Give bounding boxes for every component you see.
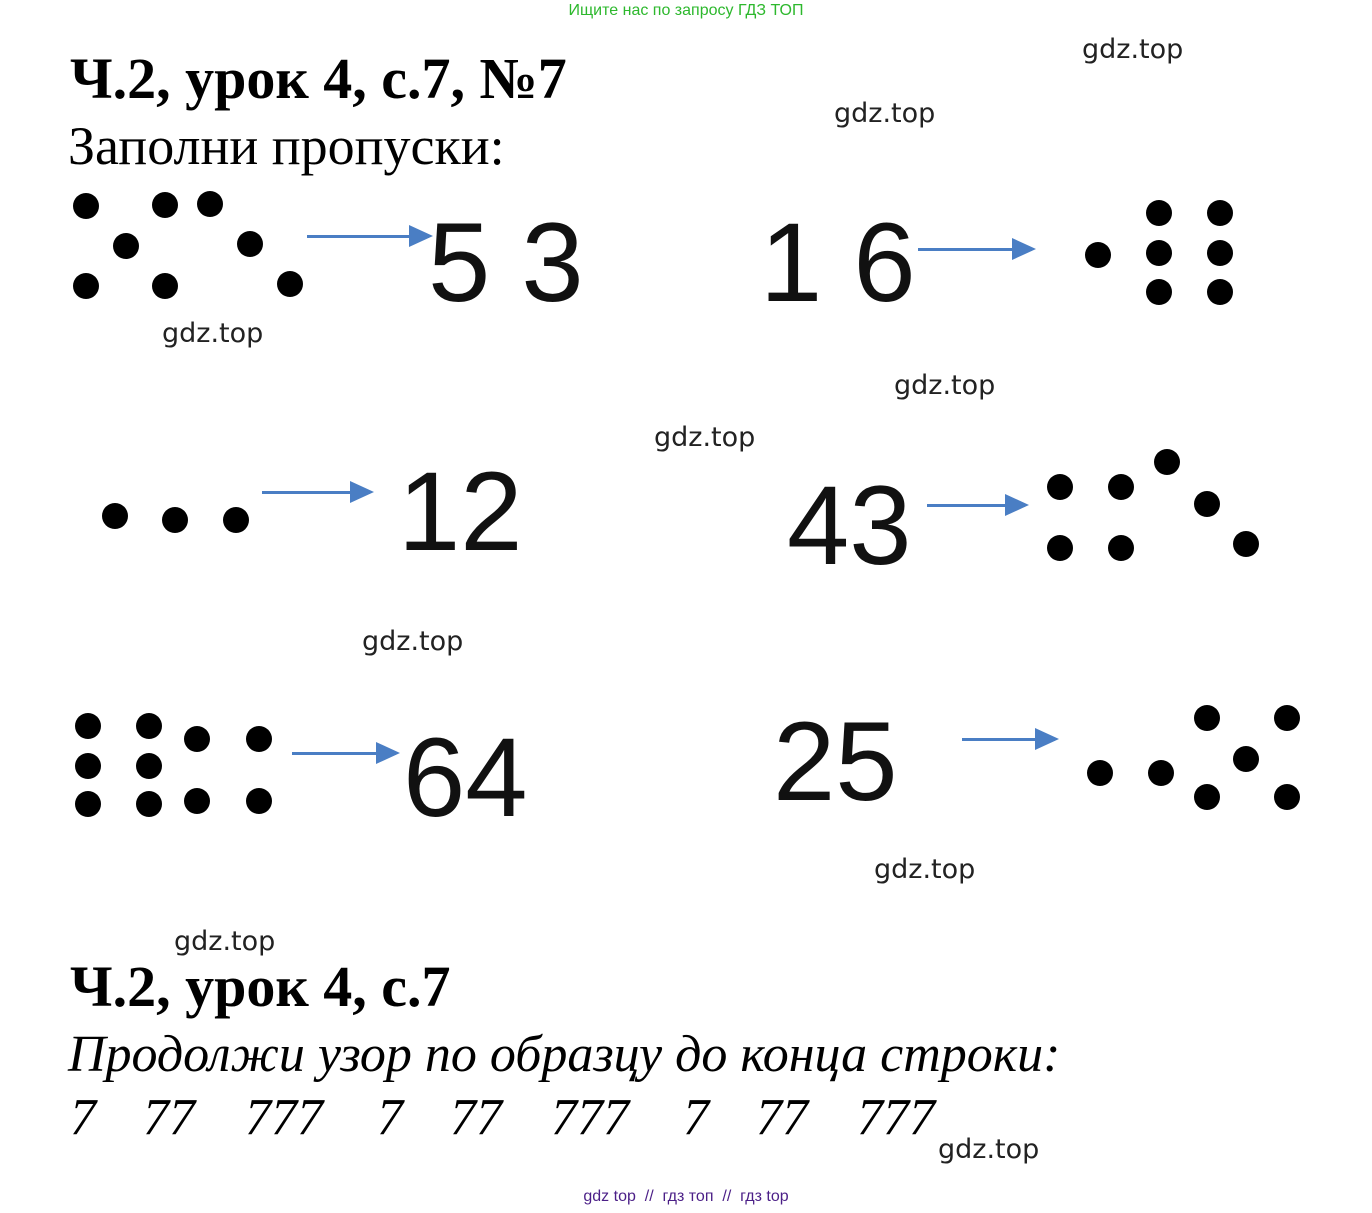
dot xyxy=(73,273,99,299)
watermark: gdz.top xyxy=(162,318,264,349)
dot xyxy=(1146,200,1172,226)
dot xyxy=(1047,474,1073,500)
dot xyxy=(1194,491,1220,517)
dot xyxy=(1087,760,1113,786)
dot xyxy=(184,788,210,814)
dot xyxy=(1085,242,1111,268)
dot xyxy=(152,273,178,299)
watermark: gdz.top xyxy=(1082,34,1184,65)
dot xyxy=(152,192,178,218)
dot xyxy=(1146,279,1172,305)
dot xyxy=(1047,535,1073,561)
dot xyxy=(1108,535,1134,561)
number-64: 64 xyxy=(403,715,528,840)
dot xyxy=(1207,240,1233,266)
dot xyxy=(1194,705,1220,731)
section-instruction: Продолжи узор по образцу до конца строки… xyxy=(68,1026,1061,1083)
number-25: 25 xyxy=(773,699,898,824)
number-43: 43 xyxy=(787,463,912,588)
dot xyxy=(1233,746,1259,772)
dot xyxy=(75,791,101,817)
task-title: Ч.2, урок 4, с.7, №7 xyxy=(70,46,567,111)
watermark: gdz.top xyxy=(938,1134,1040,1165)
dot xyxy=(1148,760,1174,786)
dot xyxy=(246,726,272,752)
dot xyxy=(1207,279,1233,305)
number-53: 5 3 xyxy=(428,200,584,325)
dot xyxy=(184,726,210,752)
section-title: Ч.2, урок 4, с.7 xyxy=(70,954,451,1019)
arrow-icon xyxy=(307,225,433,247)
dot xyxy=(197,191,223,217)
dot xyxy=(1233,531,1259,557)
dot xyxy=(102,503,128,529)
arrow-icon xyxy=(927,494,1029,516)
arrow-icon xyxy=(962,728,1059,750)
dot xyxy=(75,753,101,779)
dot xyxy=(246,788,272,814)
dot xyxy=(75,713,101,739)
arrow-icon xyxy=(918,238,1036,260)
top-banner[interactable]: Ищите нас по запросу ГДЗ ТОП xyxy=(568,2,804,19)
dot xyxy=(73,193,99,219)
arrow-icon xyxy=(262,481,374,503)
dot xyxy=(1274,705,1300,731)
dot xyxy=(136,753,162,779)
number-16: 1 6 xyxy=(760,200,916,325)
dot xyxy=(1274,784,1300,810)
dot xyxy=(1154,449,1180,475)
dot xyxy=(277,271,303,297)
dot xyxy=(1146,240,1172,266)
watermark: gdz.top xyxy=(174,926,276,957)
arrow-icon xyxy=(292,742,400,764)
watermark: gdz.top xyxy=(834,98,936,129)
task-instruction: Заполни пропуски: xyxy=(68,116,505,176)
dot xyxy=(237,231,263,257)
watermark: gdz.top xyxy=(874,854,976,885)
dot xyxy=(1194,784,1220,810)
watermark: gdz.top xyxy=(894,370,996,401)
dot xyxy=(136,791,162,817)
dot xyxy=(113,233,139,259)
watermark: gdz.top xyxy=(654,422,756,453)
dot xyxy=(162,507,188,533)
dot xyxy=(223,507,249,533)
dot xyxy=(136,713,162,739)
watermark: gdz.top xyxy=(362,626,464,657)
footer-links[interactable]: gdz top // гдз топ // гдз top xyxy=(583,1188,789,1205)
dot xyxy=(1207,200,1233,226)
number-12: 12 xyxy=(398,449,523,574)
dot xyxy=(1108,474,1134,500)
